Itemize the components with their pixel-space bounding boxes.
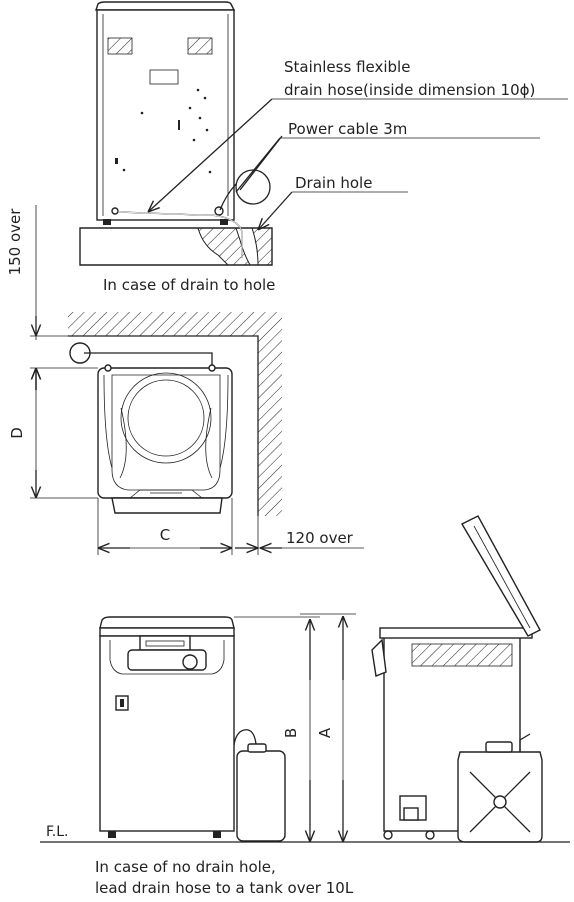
side-view — [371, 515, 543, 843]
dim-B-label: B — [282, 728, 300, 738]
floor-level-label: F.L. — [46, 824, 69, 840]
drain-hole-label: Drain hole — [295, 174, 372, 192]
dim-150-over-label: 150 over — [6, 208, 24, 276]
stainless-hose-label-1: Stainless flexible — [284, 58, 410, 76]
front-view — [99, 613, 356, 842]
rear-view-drain-hole — [79, 1, 568, 266]
dim-A-label: A — [316, 727, 334, 738]
power-cable-label: Power cable 3m — [288, 120, 407, 138]
dim-D-label: D — [8, 427, 26, 439]
stainless-hose-label-2: drain hose(inside dimension 10ϕ) — [284, 81, 535, 99]
dim-C-label: C — [160, 526, 170, 544]
case-tank-caption-1: In case of no drain hole, — [95, 858, 276, 876]
dim-120-over-label: 120 over — [286, 529, 354, 547]
case-drain-hole-caption: In case of drain to hole — [103, 276, 275, 294]
case-tank-caption-2: lead drain hose to a tank over 10L — [95, 879, 354, 897]
plan-view — [30, 205, 364, 555]
